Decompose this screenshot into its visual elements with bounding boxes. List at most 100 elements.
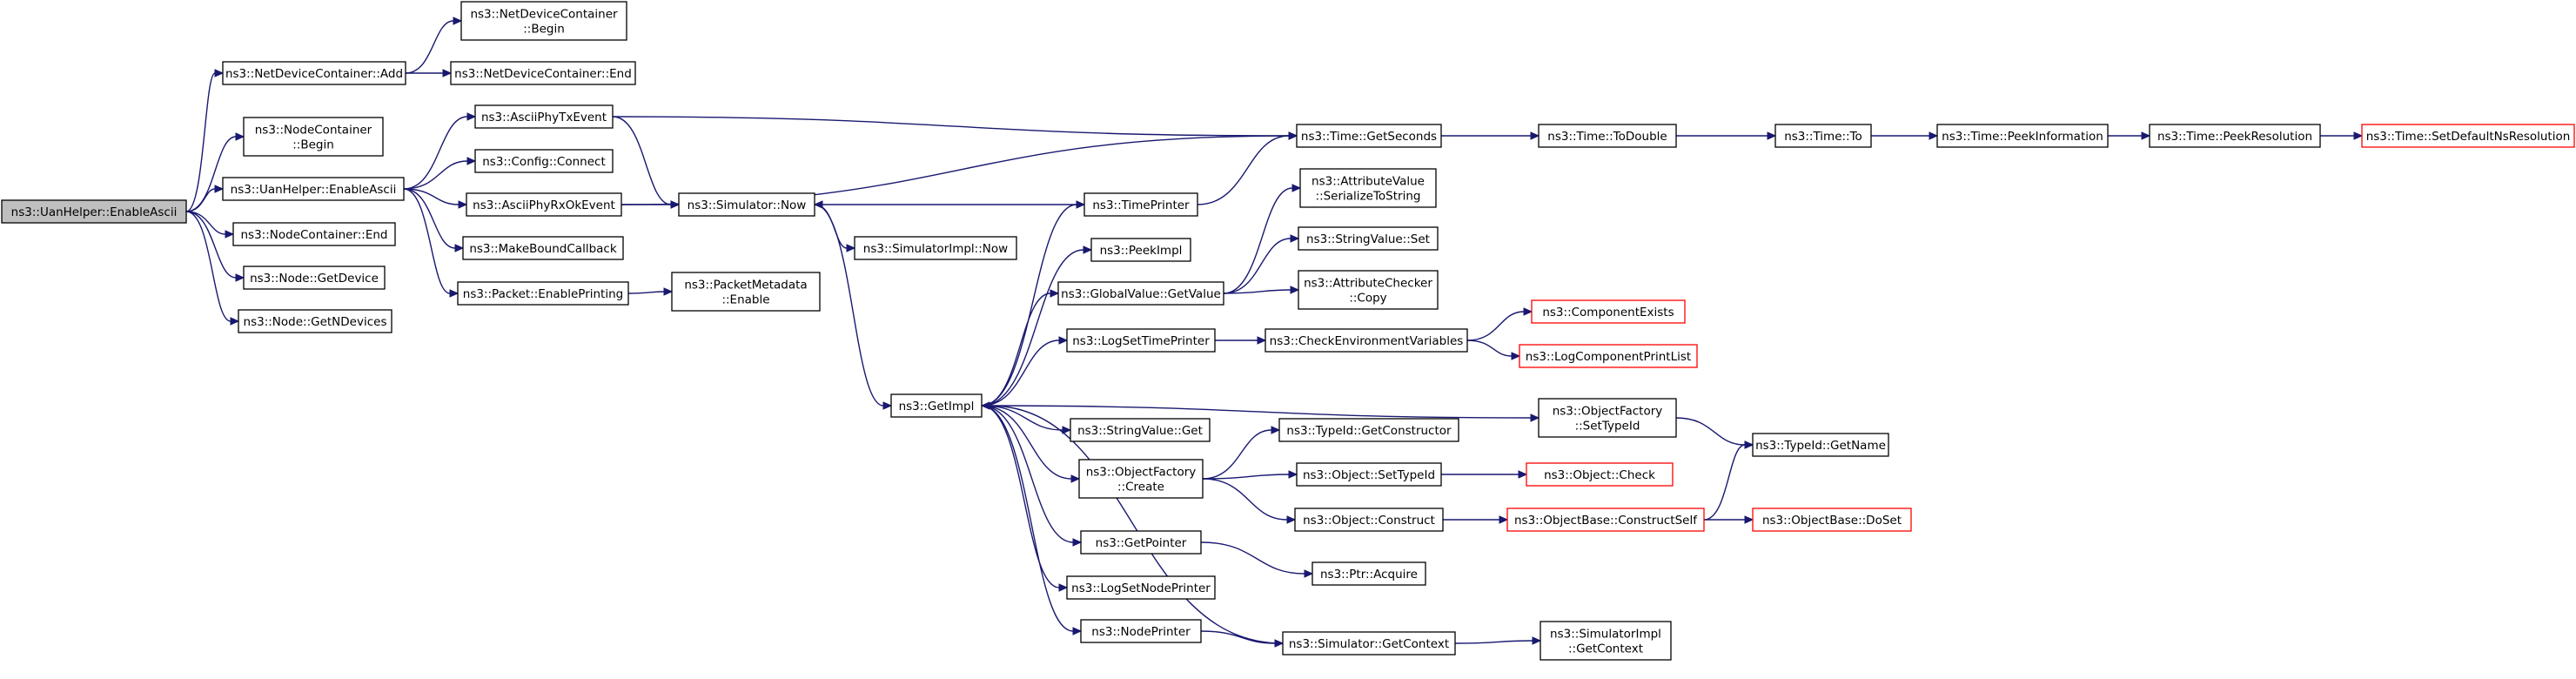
node-typeid-getname[interactable]: ns3::TypeId::GetName <box>1752 433 1889 457</box>
node-label: ::Begin <box>292 138 334 152</box>
node-nc-begin[interactable]: ns3::NodeContainer::Begin <box>243 117 384 157</box>
node-config-connect[interactable]: ns3::Config::Connect <box>474 149 614 173</box>
node-peekimpl[interactable]: ns3::PeekImpl <box>1090 238 1191 262</box>
edge-line <box>814 204 884 407</box>
edge-arrowhead <box>1532 636 1542 645</box>
edge-timeprinter-to-sim_now <box>813 200 1084 209</box>
edge-arrowhead <box>458 200 468 209</box>
node-ndc-end[interactable]: ns3::NetDeviceContainer::End <box>450 61 636 85</box>
node-sv-get[interactable]: ns3::StringValue::Get <box>1070 418 1211 442</box>
node-asciitx[interactable]: ns3::AsciiPhyTxEvent <box>474 104 614 129</box>
node-time-to[interactable]: ns3::Time::To <box>1774 124 1872 148</box>
node-ptr-acquire[interactable]: ns3::Ptr::Acquire <box>1311 561 1426 586</box>
node-nc-end[interactable]: ns3::NodeContainer::End <box>232 222 396 246</box>
node-ndc-begin[interactable]: ns3::NetDeviceContainer::Begin <box>460 1 627 41</box>
node-packet-enable[interactable]: ns3::Packet::EnablePrinting <box>457 281 629 306</box>
edge-line <box>1223 289 1291 294</box>
edge-of_create-to-obj_settypeid <box>1202 470 1298 480</box>
node-label: ns3::AttributeValue <box>1311 175 1425 189</box>
node-logsettimeprinter[interactable]: ns3::LogSetTimePrinter <box>1066 328 1216 353</box>
edge-getimpl-to-getpointer <box>981 405 1083 547</box>
edge-line <box>403 188 460 205</box>
node-obj-settypeid[interactable]: ns3::Object::SetTypeId <box>1296 462 1442 487</box>
node-simimpl-getcontext[interactable]: ns3::SimulatorImpl::GetContext <box>1540 621 1672 661</box>
edge-getimpl-to-logsetnodeprinter <box>981 405 1069 592</box>
node-time-setdefault[interactable]: ns3::Time::SetDefaultNsResolution <box>2361 124 2575 148</box>
node-label: ns3::NodePrinter <box>1091 625 1191 639</box>
edge-uan_enable-to-config_connect <box>403 157 477 190</box>
edge-line <box>1466 340 1513 357</box>
node-av-serialize[interactable]: ns3::AttributeValue::SerializeToString <box>1299 168 1437 208</box>
node-obj-construct[interactable]: ns3::Object::Construct <box>1294 508 1444 532</box>
node-box <box>1278 418 1459 442</box>
node-asciirx[interactable]: ns3::AsciiPhyRxOkEvent <box>466 192 622 217</box>
edge-arrowhead <box>214 185 225 193</box>
node-label: ns3::Packet::EnablePrinting <box>463 287 623 301</box>
node-typeid-getconstructor[interactable]: ns3::TypeId::GetConstructor <box>1278 418 1459 442</box>
node-logsetnodeprinter[interactable]: ns3::LogSetNodePrinter <box>1066 575 1216 600</box>
node-ac-copy[interactable]: ns3::AttributeChecker::Copy <box>1298 270 1439 310</box>
edge-getimpl-to-of_create <box>981 405 1081 483</box>
node-box <box>222 61 406 85</box>
node-time-todouble[interactable]: ns3::Time::ToDouble <box>1538 124 1677 148</box>
node-node-getndevices[interactable]: ns3::Node::GetNDevices <box>238 309 392 333</box>
node-makebound[interactable]: ns3::MakeBoundCallback <box>462 236 624 260</box>
node-time-getseconds[interactable]: ns3::Time::GetSeconds <box>1296 124 1442 148</box>
edge-arrowhead <box>1518 470 1528 479</box>
node-nodeprinter[interactable]: ns3::NodePrinter <box>1080 619 1202 643</box>
node-box <box>474 104 614 129</box>
node-getpointer[interactable]: ns3::GetPointer <box>1080 530 1202 555</box>
node-label: ns3::GetImpl <box>899 400 975 413</box>
edge-of_create-to-obj_construct <box>1202 478 1297 524</box>
node-uan-enable[interactable]: ns3::UanHelper::EnableAscii <box>222 177 405 201</box>
node-gv-getvalue[interactable]: ns3::GlobalValue::GetValue <box>1057 281 1224 306</box>
edge-time_peekinfo-to-time_peekres <box>2107 131 2151 140</box>
node-label: ::GetContext <box>1568 642 1643 656</box>
node-checkenv[interactable]: ns3::CheckEnvironmentVariables <box>1265 328 1468 353</box>
node-sim-now[interactable]: ns3::Simulator::Now <box>678 192 815 217</box>
edge-checkenv-to-componentexists <box>1466 307 1533 341</box>
edge-arrowhead <box>1744 440 1754 449</box>
node-box <box>243 266 386 290</box>
edge-line <box>185 72 216 212</box>
node-time-peekinfo[interactable]: ns3::Time::PeekInformation <box>1936 124 2109 148</box>
node-label: ns3::Time::PeekInformation <box>1942 130 2103 144</box>
node-label: ::Enable <box>721 293 769 307</box>
node-getimpl[interactable]: ns3::GetImpl <box>890 393 983 418</box>
edge-arrowhead <box>1062 426 1072 434</box>
node-label: ns3::GetPointer <box>1096 536 1187 550</box>
node-simimpl-now[interactable]: ns3::SimulatorImpl::Now <box>854 236 1017 260</box>
node-node-getdevice[interactable]: ns3::Node::GetDevice <box>243 266 386 290</box>
node-sim-getcontext[interactable]: ns3::Simulator::GetContext <box>1282 631 1456 655</box>
node-logcomponentprintlist[interactable]: ns3::LogComponentPrintList <box>1519 344 1698 368</box>
edge-arrowhead <box>1511 352 1521 360</box>
edge-arrowhead <box>663 287 674 296</box>
node-componentexists[interactable]: ns3::ComponentExists <box>1531 299 1686 324</box>
node-pm-enable[interactable]: ns3::PacketMetadata::Enable <box>671 272 821 312</box>
node-box <box>678 192 815 217</box>
node-label: ns3::PacketMetadata <box>684 279 807 292</box>
node-box <box>1294 508 1444 532</box>
node-root[interactable]: ns3::UanHelper::EnableAscii <box>1 199 187 224</box>
node-sv-set[interactable]: ns3::StringValue::Set <box>1298 226 1439 251</box>
node-label: ns3::LogSetNodePrinter <box>1071 582 1211 595</box>
edge-arrowhead <box>1290 234 1300 243</box>
node-label: ns3::Object::SetTypeId <box>1303 468 1435 482</box>
node-timeprinter[interactable]: ns3::TimePrinter <box>1083 192 1198 217</box>
node-label: ns3::NetDeviceContainer <box>470 8 618 22</box>
node-ndc-add[interactable]: ns3::NetDeviceContainer::Add <box>222 61 406 85</box>
node-label: ns3::TypeId::GetConstructor <box>1286 424 1452 438</box>
edge-line <box>981 405 1074 543</box>
edge-gv_getvalue-to-ac_copy <box>1223 286 1300 294</box>
node-ob-doset[interactable]: ns3::ObjectBase::DoSet <box>1752 508 1912 532</box>
node-time-peekres[interactable]: ns3::Time::PeekResolution <box>2149 124 2321 148</box>
node-of-create[interactable]: ns3::ObjectFactory::Create <box>1078 459 1204 499</box>
edge-getimpl-to-sv_get <box>981 405 1072 434</box>
node-box <box>1311 561 1426 586</box>
node-ob-constructself[interactable]: ns3::ObjectBase::ConstructSelf <box>1506 508 1705 532</box>
node-label: ns3::Time::SetDefaultNsResolution <box>2366 130 2571 144</box>
node-of-settypeid[interactable]: ns3::ObjectFactory::SetTypeId <box>1538 398 1677 438</box>
edge-arrowhead <box>813 200 823 209</box>
node-obj-check[interactable]: ns3::Object::Check <box>1526 462 1674 487</box>
edge-asciitx-to-sim_now <box>612 116 681 209</box>
